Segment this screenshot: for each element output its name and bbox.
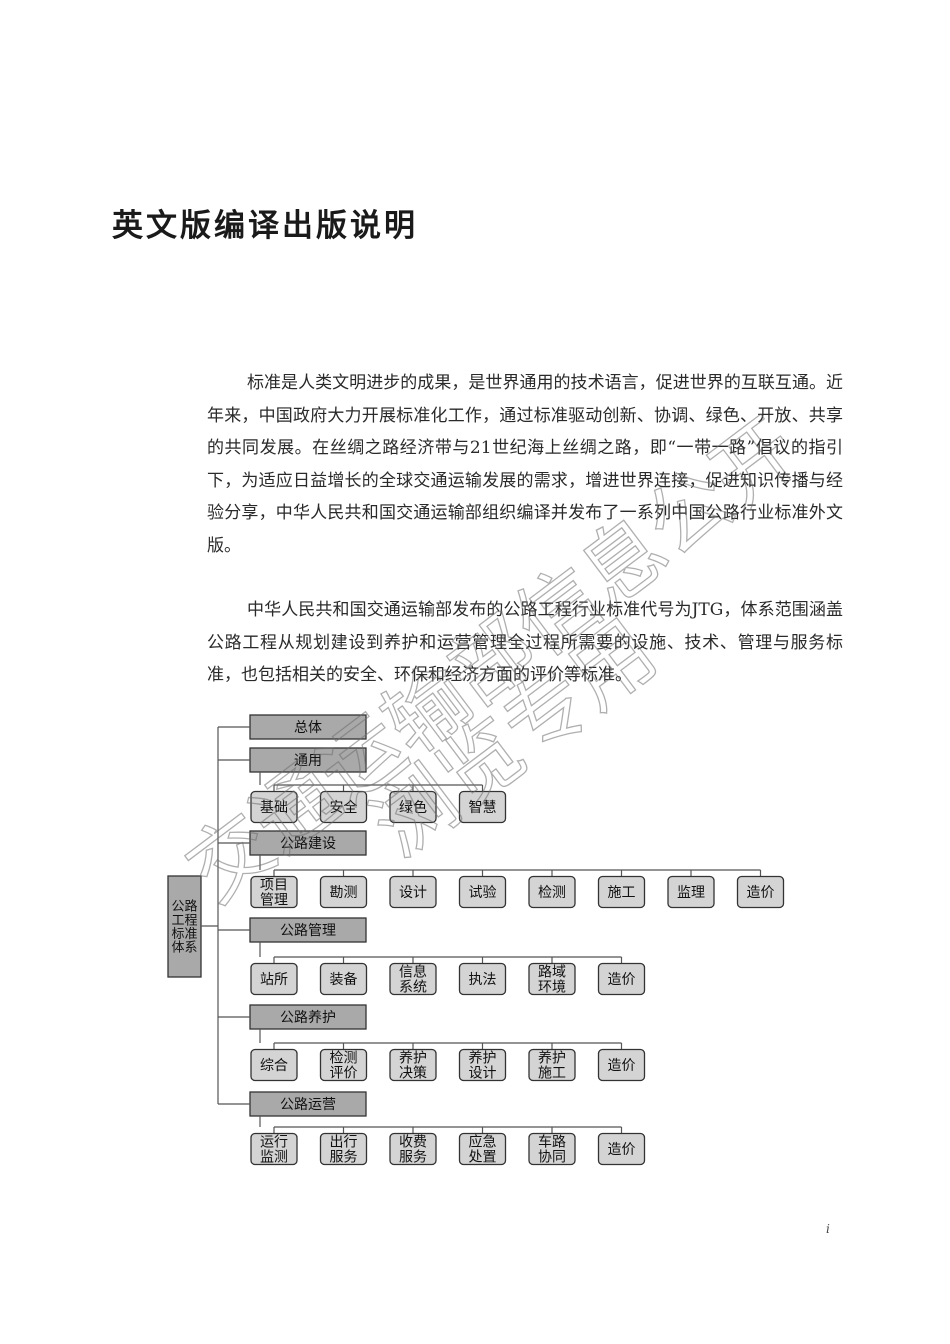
operation-item-label: 收费服务	[399, 1135, 427, 1166]
management-item	[458, 962, 507, 996]
construction-item-label: 勘测	[330, 885, 358, 901]
common-item-label: 智慧	[469, 800, 497, 816]
construction-item-label: 设计	[399, 885, 427, 901]
construction-item-label: 造价	[747, 885, 775, 901]
operation-item	[458, 1132, 507, 1166]
construction-item-label: 施工	[608, 885, 636, 901]
operation-item	[597, 1132, 646, 1166]
maintenance-item	[458, 1048, 507, 1082]
maintenance-item	[597, 1048, 646, 1082]
operation-item	[319, 1132, 368, 1166]
common-item	[458, 790, 507, 824]
common-item	[389, 790, 437, 824]
maintenance-item	[389, 1048, 437, 1082]
construction-item-label: 检测	[538, 885, 566, 901]
intro-paragraph-1: 标准是人类文明进步的成果，是世界通用的技术语言，促进世界的互联互通。近年来，中国…	[207, 373, 843, 556]
maintenance-item-label: 造价	[608, 1058, 636, 1074]
maintenance-item	[528, 1048, 576, 1082]
management-item	[319, 962, 368, 996]
operation-item	[389, 1132, 437, 1166]
construction-item-label: 试验	[469, 885, 497, 901]
management-item-label: 造价	[608, 972, 636, 988]
construction-item	[389, 875, 437, 909]
operation-item-label: 运行监测	[260, 1135, 288, 1166]
construction-item	[528, 875, 576, 909]
common-item-label: 绿色	[399, 799, 427, 816]
management-item-label: 执法	[469, 972, 497, 988]
maintenance-item-label: 综合	[260, 1058, 288, 1074]
construction-item-label: 监理	[677, 885, 705, 901]
management-item-label: 信息系统	[399, 964, 427, 996]
construction-item	[458, 875, 507, 909]
construction-item	[736, 875, 785, 909]
management-item-label: 装备	[330, 971, 358, 988]
general-box	[249, 714, 367, 740]
general-label: 总体	[294, 720, 322, 736]
maintenance-label: 公路养护	[280, 1010, 336, 1026]
management-item	[528, 962, 576, 996]
operation-item-label: 应急处置	[469, 1134, 497, 1166]
operation-item	[250, 1132, 298, 1166]
operation-label: 公路运营	[280, 1097, 336, 1113]
operation-item	[528, 1132, 576, 1166]
maintenance-item-label: 检测评价	[330, 1051, 358, 1082]
common-item-label: 安全	[330, 799, 358, 816]
common-box	[249, 747, 367, 773]
management-label: 公路管理	[280, 923, 336, 939]
management-item	[597, 962, 646, 996]
construction-item	[667, 875, 715, 909]
maintenance-item-label: 养护决策	[399, 1051, 427, 1082]
page-number: i	[826, 1222, 830, 1236]
common-item	[319, 790, 368, 824]
operation-item-label: 造价	[608, 1142, 636, 1158]
common-label: 通用	[294, 753, 322, 769]
root-label: 公路工程标准体系	[171, 899, 197, 956]
maintenance-item	[250, 1048, 298, 1082]
intro-paragraph-2: 中华人民共和国交通运输部发布的公路工程行业标准代号为JTG，体系范围涵盖公路工程…	[207, 600, 843, 685]
common-item	[250, 790, 298, 824]
maintenance-item	[319, 1048, 368, 1082]
page-heading: 英文版编译出版说明	[112, 208, 418, 244]
construction-item-label: 项目管理	[260, 878, 288, 909]
maintenance-item-label: 养护设计	[469, 1051, 497, 1082]
management-item	[250, 962, 298, 996]
operation-item-label: 车路协同	[538, 1134, 566, 1166]
construction-item	[597, 875, 646, 909]
construction-item	[250, 875, 298, 909]
management-item	[389, 962, 437, 996]
construction-item	[319, 875, 368, 909]
operation-item-label: 出行服务	[330, 1135, 358, 1166]
management-item-label: 站所	[260, 972, 288, 988]
common-item-label: 基础	[260, 799, 288, 816]
construction-label: 公路建设	[280, 836, 336, 852]
management-item-label: 路域环境	[538, 965, 566, 996]
maintenance-item-label: 养护施工	[538, 1051, 566, 1082]
